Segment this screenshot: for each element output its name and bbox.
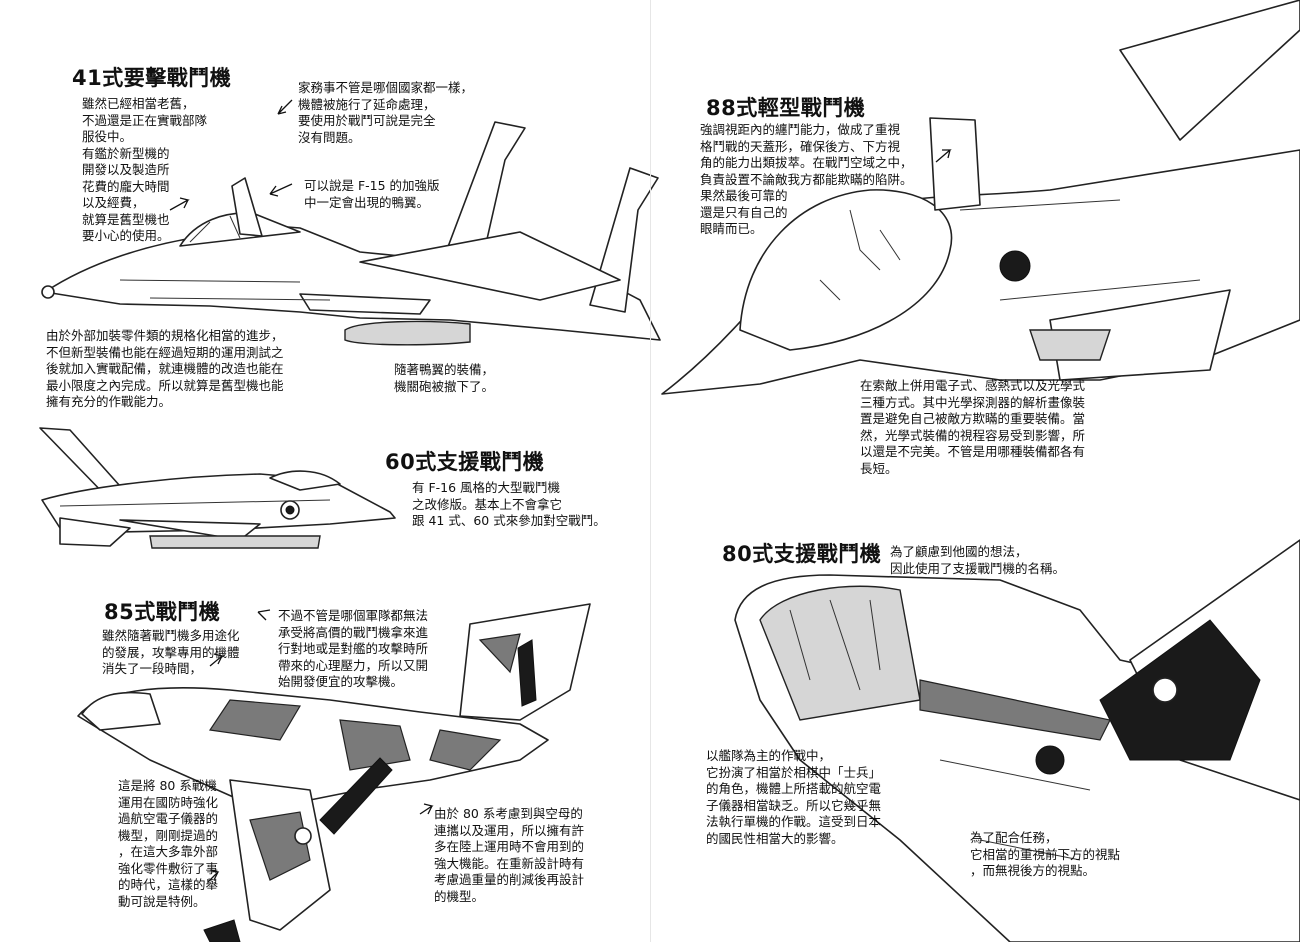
type80-note-bottom: 為了配合任務， 它相當的重視前下方的視點 ，而無視後方的視點。 (970, 830, 1121, 878)
type80-note-left: 以艦隊為主的作戰中， 它扮演了相當於相棋中「士兵」 的角色，機體上所搭載的航空電… (706, 748, 882, 846)
type41-note-bottom: 由於外部加裝零件類的規格化相當的進步， 不但新型裝備也能在經過短期的運用測試之 … (46, 328, 284, 409)
type80-aircraft-drawing (734, 539, 1300, 942)
type80-title: 80式支援戰鬥機 (722, 542, 882, 566)
type41-aircraft-drawing (41, 121, 661, 346)
type41-title: 41式要擊戰鬥機 (72, 66, 232, 90)
type85-note-left: 雖然隨著戰鬥機多用途化 的發展，攻擊專用的機體 消失了一段時間， (102, 628, 240, 676)
type41-note-main: 雖然已經相當老舊， 不過還是正在實戰部隊 服役中。 有鑑於新型機的 開發以及製造… (82, 96, 208, 243)
type85-aircraft-drawing (77, 603, 591, 942)
type88-note-top: 強調視距內的纏鬥能力，做成了重視 格鬥戰的天蓋形，確保後方、下方視 角的能力出類… (700, 122, 913, 236)
type85-title: 85式戰鬥機 (104, 600, 221, 624)
type60-title: 60式支援戰鬥機 (385, 450, 545, 474)
type80-note-top: 為了顧慮到他國的想法， 因此使用了支援戰鬥機的名稱。 (890, 544, 1066, 576)
page-gutter (650, 0, 651, 942)
type85-note-top: 不過不管是哪個軍隊都無法 承受將高價的戰鬥機拿來進 行對地或是對艦的攻擊時所 帶… (278, 608, 429, 689)
type88-note-bottom: 在索敵上併用電子式、感熱式以及光學式 三種方式。其中光學探測器的解析畫像裝 置是… (860, 378, 1086, 476)
type88-aircraft-drawing (661, 0, 1300, 395)
type41-note-canard: 可以說是 F-15 的加強版 中一定會出現的鴨翼。 (304, 178, 440, 210)
type41-note-gun: 隨著鴨翼的裝備， 機關砲被撤下了。 (394, 362, 495, 394)
annotation-arrows (169, 99, 952, 883)
type85-note-bottom-left: 這是將 80 系戰機 運用在國防時強化 過航空電子儀器的 機型，剛剛提過的 ，在… (118, 778, 219, 909)
type85-note-bottom-right: 由於 80 系考慮到與空母的 連攜以及運用，所以擁有許 多在陸上運用時不會用到的… (434, 806, 585, 904)
type41-note-top: 家務事不管是哪個國家都一樣， 機體被施行了延命處理， 要使用於戰鬥可說是完全 沒… (298, 80, 474, 145)
type60-note: 有 F-16 風格的大型戰鬥機 之改修版。基本上不會拿它 跟 41 式、60 式… (412, 480, 606, 528)
type88-title: 88式輕型戰鬥機 (706, 96, 866, 120)
type60-aircraft-drawing (39, 427, 396, 549)
